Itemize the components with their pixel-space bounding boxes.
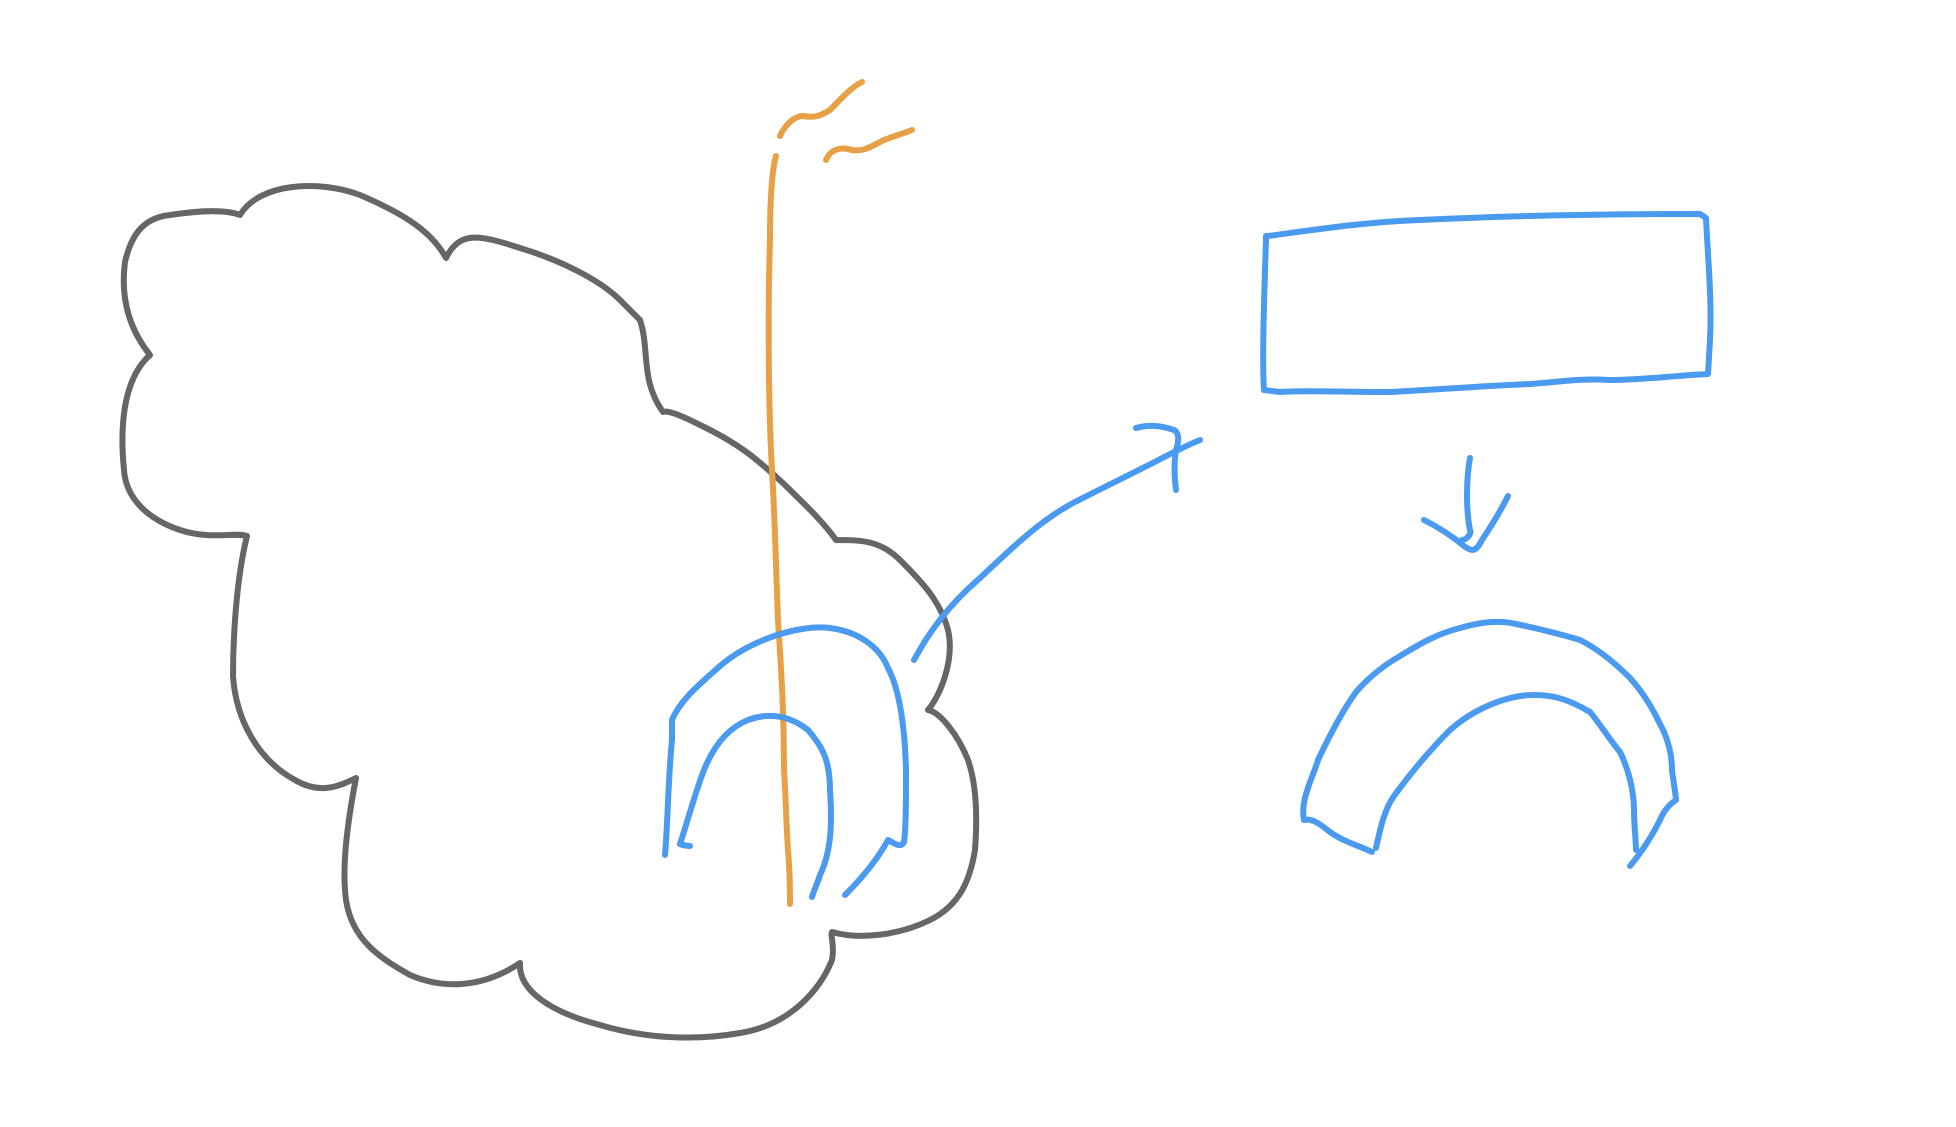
orange-squiggle-bottom (823, 127, 915, 163)
blue-down-arrow (1459, 455, 1474, 543)
blue-arch-left-inner (677, 712, 834, 900)
blue-arch-left-closure (677, 841, 693, 849)
blue-arch-left (662, 624, 909, 898)
blue-arch-right-inner (1373, 692, 1639, 853)
blue-rectangle (1260, 211, 1714, 395)
blue-arrow-curve (911, 437, 1203, 663)
blue-arrow-curve-head (1133, 422, 1182, 493)
blue-arch-right-closure-left (1301, 816, 1375, 855)
blue-down-arrow-head (1421, 493, 1511, 553)
cloud-shape (119, 183, 980, 1041)
blue-arch-right (1300, 618, 1679, 869)
orange-squiggle-top (777, 79, 865, 139)
orange-vertical-line (765, 153, 793, 907)
